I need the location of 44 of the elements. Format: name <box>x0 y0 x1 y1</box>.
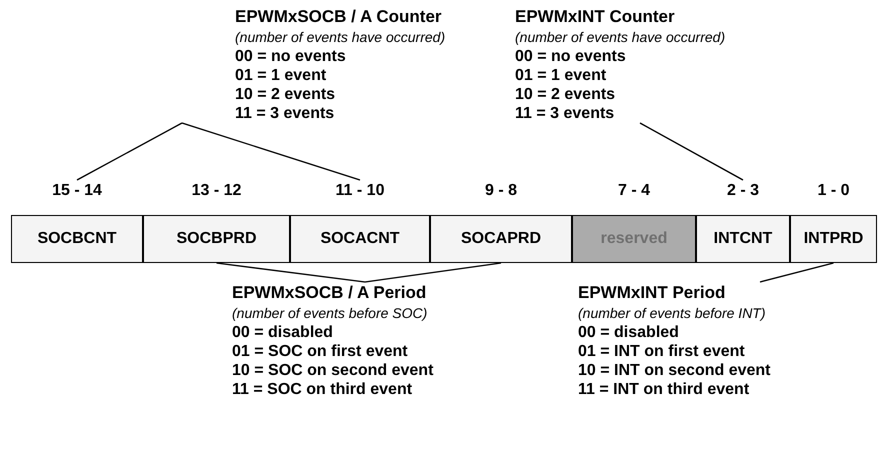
value-description: 11 = SOC on third event <box>232 380 414 399</box>
leader-line <box>216 262 366 283</box>
value-description: 01 = 1 event <box>235 66 328 85</box>
value-description: 11 = 3 events <box>515 104 616 123</box>
bit-range-label: 13 - 12 <box>192 181 242 201</box>
value-description: 00 = no events <box>515 47 627 66</box>
register-field: SOCACNT <box>290 215 430 263</box>
register-field: INTCNT <box>696 215 790 263</box>
value-description: 00 = disabled <box>578 323 680 342</box>
bit-range-label: 7 - 4 <box>618 181 650 201</box>
callout-heading: EPWMxSOCB / A Period <box>232 282 428 304</box>
register-field: SOCAPRD <box>430 215 572 263</box>
value-description: 01 = SOC on first event <box>232 342 409 361</box>
leader-line <box>640 122 744 181</box>
value-description: 10 = INT on second event <box>578 361 770 380</box>
callout-heading: EPWMxINT Period <box>578 282 726 304</box>
register-field: INTPRD <box>790 215 877 263</box>
value-description: 11 = 3 events <box>235 104 336 123</box>
value-description: 01 = INT on first event <box>578 342 746 361</box>
callout-heading: EPWMxINT Counter <box>515 6 676 28</box>
callout-heading: EPWMxSOCB / A Counter <box>235 6 443 28</box>
value-description: 10 = SOC on second event <box>232 361 434 380</box>
register-field: SOCBPRD <box>143 215 290 263</box>
callout-note: (number of events have occurred) <box>235 28 446 47</box>
reserved-field: reserved <box>572 215 696 263</box>
bit-range-label: 11 - 10 <box>336 181 384 201</box>
register-field: SOCBCNT <box>11 215 143 263</box>
leader-line <box>364 262 502 283</box>
bit-range-label: 1 - 0 <box>817 181 850 201</box>
value-description: 10 = 2 events <box>235 85 336 104</box>
leader-line <box>76 122 182 181</box>
leader-line <box>182 122 360 181</box>
value-description: 00 = no events <box>235 47 347 66</box>
callout-note: (number of events have occurred) <box>515 28 726 47</box>
callout-note: (number of events before INT) <box>578 304 767 323</box>
bit-range-label: 15 - 14 <box>52 181 102 201</box>
value-description: 01 = 1 event <box>515 66 608 85</box>
value-description: 00 = disabled <box>232 323 334 342</box>
bit-range-label: 2 - 3 <box>726 181 759 201</box>
callout-note: (number of events before SOC) <box>232 304 428 323</box>
bit-range-label: 9 - 8 <box>484 181 517 201</box>
leader-line <box>760 262 834 283</box>
value-description: 11 = INT on third event <box>578 380 750 399</box>
value-description: 10 = 2 events <box>515 85 616 104</box>
